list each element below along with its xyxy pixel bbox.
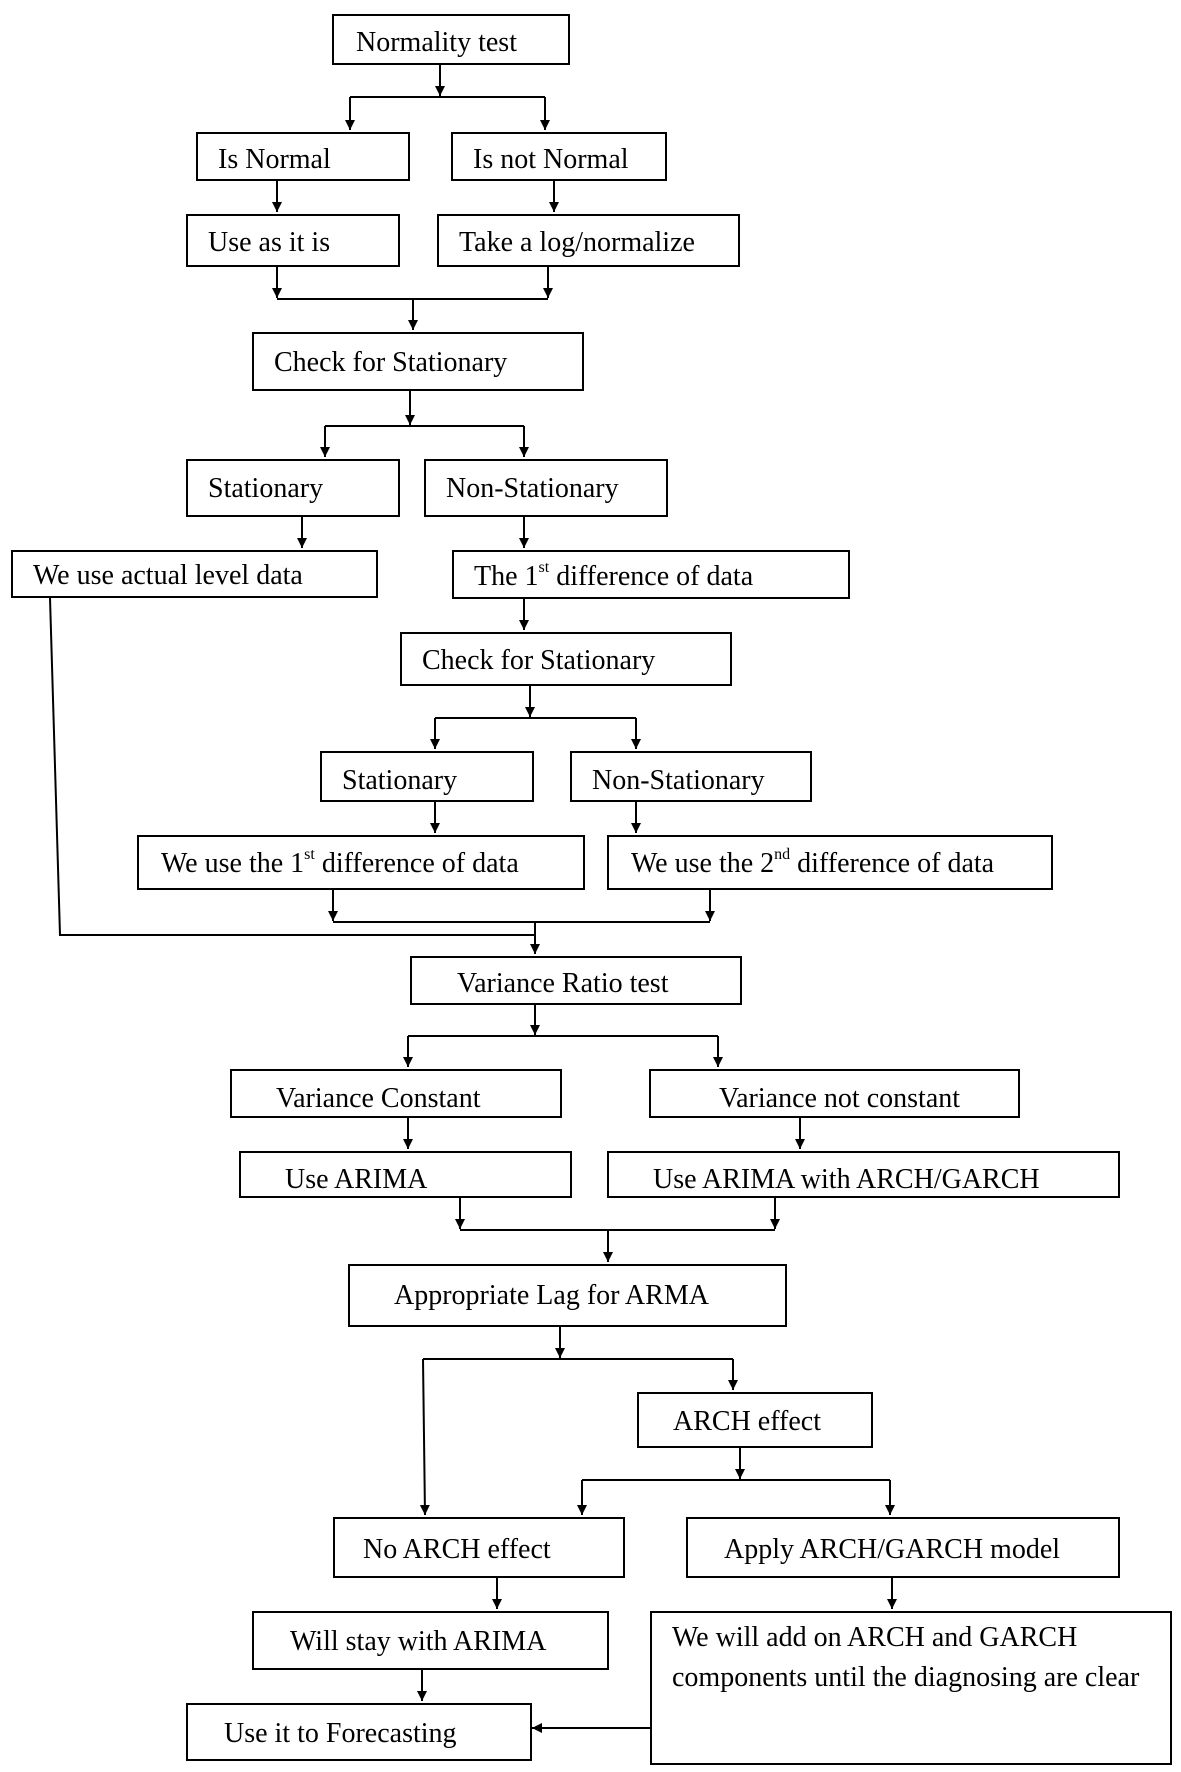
use-arima-arch-garch-box: Use ARIMA with ARCH/GARCH — [607, 1151, 1120, 1198]
actual-level-data-box: We use actual level data — [11, 550, 378, 598]
check-stationary-box-2: Check for Stationary — [400, 632, 732, 686]
use-first-difference-box: We use the 1st difference of data — [137, 835, 585, 890]
variance-ratio-test-box: Variance Ratio test — [410, 956, 742, 1005]
is-normal-box: Is Normal — [196, 132, 410, 181]
variance-not-constant-box: Variance not constant — [649, 1069, 1020, 1118]
use-first-difference-label: We use the 1st difference of data — [161, 846, 519, 880]
use-second-difference-label: We use the 2nd difference of data — [631, 846, 995, 880]
use-second-difference-box: We use the 2nd difference of data — [607, 835, 1053, 890]
appropriate-lag-box: Appropriate Lag for ARMA — [348, 1264, 787, 1327]
normality-test-box: Normality test — [332, 14, 570, 65]
first-difference-box: The 1st difference of data — [452, 550, 850, 599]
stationary-box-2: Stationary — [320, 751, 534, 802]
check-stationary-box-1: Check for Stationary — [252, 332, 584, 391]
first-difference-label: The 1st difference of data — [474, 559, 754, 593]
take-log-normalize-box: Take a log/normalize — [437, 214, 740, 267]
stay-with-arima-box: Will stay with ARIMA — [252, 1611, 609, 1670]
no-arch-effect-box: No ARCH effect — [333, 1517, 625, 1578]
non-stationary-box-2: Non-Stationary — [570, 751, 812, 802]
non-stationary-box-1: Non-Stationary — [424, 459, 668, 517]
arch-effect-box: ARCH effect — [637, 1392, 873, 1448]
use-as-it-is-box: Use as it is — [186, 214, 400, 267]
use-arima-box: Use ARIMA — [239, 1151, 572, 1198]
variance-constant-box: Variance Constant — [230, 1069, 562, 1118]
is-not-normal-box: Is not Normal — [451, 132, 667, 181]
stationary-box-1: Stationary — [186, 459, 400, 517]
add-arch-garch-components-box: We will add on ARCH and GARCH components… — [650, 1611, 1172, 1765]
apply-arch-garch-box: Apply ARCH/GARCH model — [686, 1517, 1120, 1578]
use-it-to-forecasting-box: Use it to Forecasting — [186, 1703, 532, 1761]
